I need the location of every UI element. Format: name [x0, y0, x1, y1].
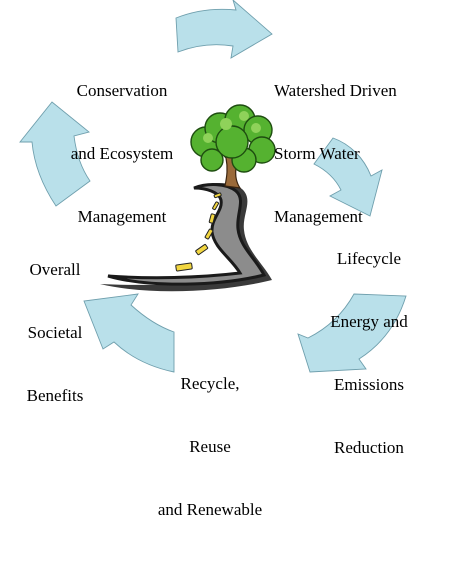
label-line: Benefits: [26, 386, 84, 405]
label-line: and Renewable: [157, 500, 263, 519]
label-line: Lifecycle: [336, 249, 402, 268]
arrow-lifecycle-to-recycle: [297, 293, 407, 373]
label-line: Societal: [27, 323, 83, 342]
label-conservation: Conservation and Ecosystem Management: [57, 38, 187, 269]
label-line: Conservation: [76, 81, 168, 100]
label-line: Reuse: [189, 437, 231, 456]
diagram-artwork: [19, 0, 407, 373]
lane-markings: [175, 192, 222, 272]
arrow-watershed-to-lifecycle: [313, 137, 383, 217]
label-line: Reduction: [334, 438, 404, 457]
cycle-diagram: Conservation and Ecosystem Management Wa…: [19, 0, 424, 519]
label-line: Management: [77, 207, 167, 226]
label-line: Overall: [29, 260, 81, 279]
label-line: Energy and: [330, 312, 408, 331]
arrow-societal-to-conservation: [19, 101, 91, 207]
label-recycle: Recycle, Reuse and Renewable: [150, 331, 270, 562]
label-societal: Overall Societal Benefits: [18, 217, 92, 448]
label-line: Watershed Driven: [274, 81, 397, 100]
road-surface: [107, 183, 267, 286]
label-line: Emissions: [334, 375, 404, 394]
label-lifecycle: Lifecycle Energy and Emissions Reduction: [309, 206, 429, 500]
tree-highlights: [203, 111, 261, 143]
label-watershed: Watershed Driven Storm Water Management: [274, 38, 424, 269]
label-line: Storm Water: [274, 144, 360, 163]
label-line: and Ecosystem: [70, 144, 174, 163]
label-line: Management: [274, 207, 363, 226]
arrow-recycle-to-societal: [83, 293, 175, 373]
road-and-tree-illustration: [100, 104, 276, 292]
arrow-conservation-to-watershed: [175, 0, 273, 59]
label-line: Recycle,: [180, 374, 240, 393]
